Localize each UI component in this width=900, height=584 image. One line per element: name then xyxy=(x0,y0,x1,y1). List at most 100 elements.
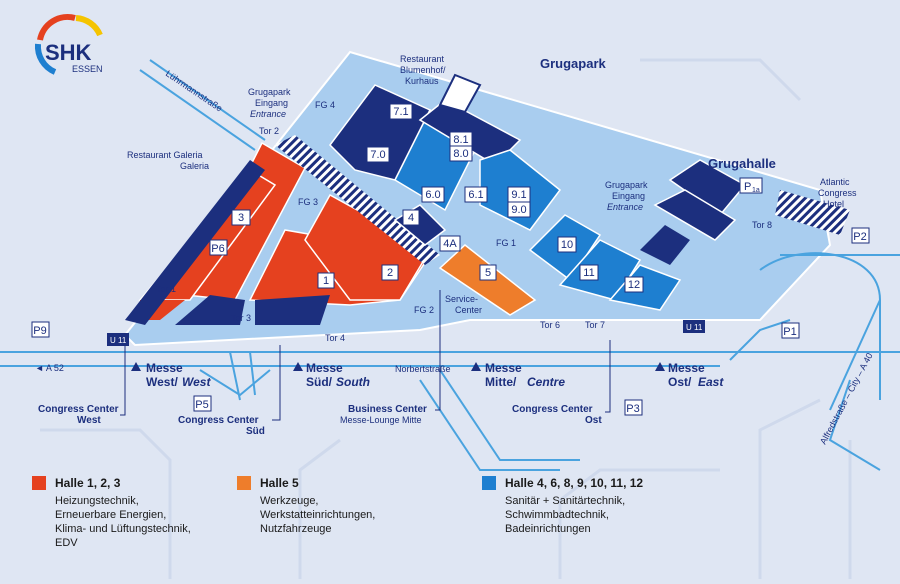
svg-text:East: East xyxy=(698,375,724,389)
hall-12-label: 12 xyxy=(628,279,640,291)
p1a-sign-sub: 1a xyxy=(752,187,760,194)
svg-text:Süd/: Süd/ xyxy=(306,375,333,389)
center-pointer-lines xyxy=(120,290,611,421)
svg-text:Messe: Messe xyxy=(146,361,183,375)
svg-text:Eingang: Eingang xyxy=(612,191,645,201)
tor-3-label: Tor 3 xyxy=(231,313,251,323)
hall-2-red[interactable] xyxy=(304,193,432,301)
svg-text:Süd: Süd xyxy=(246,426,265,437)
svg-text:Ost/: Ost/ xyxy=(668,375,692,389)
hall-4-south-building xyxy=(255,295,330,325)
parking-signs: P9 P5 P6 P3 P1 P2 P 1a xyxy=(31,177,870,416)
svg-text:Blumenhof/: Blumenhof/ xyxy=(400,65,446,75)
p1a-sign: P xyxy=(744,181,751,193)
a52-label: ◄ A 52 xyxy=(35,363,64,373)
svg-text:Grugapark: Grugapark xyxy=(248,87,291,97)
stop-messe-mitte: Messe Mitte/ Centre xyxy=(471,361,565,389)
hall-9-1-label: 9.1 xyxy=(511,189,526,201)
svg-text:Messe: Messe xyxy=(668,361,705,375)
gate-labels: Tor 1 Tor 2 Tor 3 Tor 4 Tor 6 Tor 7 Tor … xyxy=(156,126,772,343)
passage-hatched xyxy=(275,135,440,265)
legend-line-orange-1: Werkzeuge, xyxy=(260,495,319,507)
svg-text:Messe: Messe xyxy=(306,361,343,375)
legend-title-red: Halle 1, 2, 3 xyxy=(55,476,121,490)
restaurant-blumenhof-building[interactable] xyxy=(438,73,482,114)
grugahalle-south xyxy=(653,189,737,241)
congress-center-ost-label: Congress Center Ost xyxy=(512,404,602,426)
ubahn-west-label: U 11 xyxy=(110,336,127,345)
legend-swatch-blue xyxy=(482,476,496,490)
shk-logo: SHK ESSEN xyxy=(34,14,103,75)
hall-8-0-label: 8.0 xyxy=(453,148,468,160)
decorative-circuit-lines xyxy=(40,58,852,579)
legend-line-red-2: Erneuerbare Energien, xyxy=(55,509,167,521)
logo-arc-red xyxy=(37,14,76,41)
hall-3-label: 3 xyxy=(238,212,244,224)
hall-4-label: 4 xyxy=(408,212,414,224)
atlantic-hotel-hatched xyxy=(775,190,850,235)
legend-line-orange-3: Nutzfahrzeuge xyxy=(260,523,332,535)
svg-text:West: West xyxy=(77,415,101,426)
grugapark-entrance-east-label: Grugapark Eingang Entrance xyxy=(605,180,648,212)
svg-text:Atlantic: Atlantic xyxy=(820,177,850,187)
svg-text:Business Center: Business Center xyxy=(348,404,427,415)
logo-subtitle: ESSEN xyxy=(72,64,103,74)
hall-7-1-label: 7.1 xyxy=(393,106,408,118)
svg-text:Congress: Congress xyxy=(818,188,857,198)
svg-text:Restaurant: Restaurant xyxy=(400,54,445,64)
svg-text:Center: Center xyxy=(455,305,482,315)
svg-text:Service-: Service- xyxy=(445,294,478,304)
hall-11-label: 11 xyxy=(583,267,594,279)
grugahalle-label: Grugahalle xyxy=(708,156,776,171)
legend-line-red-1: Heizungstechnik, xyxy=(55,495,139,507)
svg-text:West/: West/ xyxy=(146,375,178,389)
logo-text: SHK xyxy=(45,40,92,65)
hall-12-north xyxy=(640,225,690,265)
p2-sign: P2 xyxy=(853,231,866,243)
hall-number-labels: 3 1 2 4 4A 5 6.0 6.1 7.0 7.1 8.1 8.0 9.1… xyxy=(231,103,644,293)
legend-line-red-4: EDV xyxy=(55,537,78,549)
tor-6-label: Tor 6 xyxy=(540,320,560,330)
hall-4a-label: 4A xyxy=(443,238,457,250)
congress-center-sued-label: Congress Center Süd xyxy=(178,415,265,437)
hall-1-label: 1 xyxy=(323,275,329,287)
svg-text:Kurhaus: Kurhaus xyxy=(405,76,439,86)
p6-sign: P6 xyxy=(211,243,224,255)
grugapark-label: Grugapark xyxy=(540,56,607,71)
ubahn-east-sign xyxy=(683,320,705,333)
tor-1-label: Tor 1 xyxy=(156,284,176,294)
svg-text:Congress Center: Congress Center xyxy=(178,415,259,426)
hall-7-0-label: 7.0 xyxy=(370,149,385,161)
hall-11-building[interactable] xyxy=(558,239,642,301)
svg-text:Galeria: Galeria xyxy=(180,161,209,171)
legend-line-orange-2: Werkstatteinrichtungen, xyxy=(260,509,376,521)
legend-line-blue-3: Badeinrichtungen xyxy=(505,523,591,535)
svg-text:Ost: Ost xyxy=(585,415,602,426)
ubahn-east-label: U 11 xyxy=(686,323,703,332)
norbertstrasse-label: Norbertstraße xyxy=(395,364,451,374)
hall-6-0-label: 6.0 xyxy=(425,189,440,201)
fg1-label: FG 1 xyxy=(496,238,516,248)
svg-text:Hotel: Hotel xyxy=(823,199,844,209)
svg-text:Grugapark: Grugapark xyxy=(605,180,648,190)
tor-8-label: Tor 8 xyxy=(752,220,772,230)
svg-text:Mitte/: Mitte/ xyxy=(485,375,517,389)
logo-arc-yellow xyxy=(75,15,103,37)
p5-sign: P5 xyxy=(195,399,208,411)
svg-text:West: West xyxy=(182,375,211,389)
legend-title-blue: Halle 4, 6, 8, 9, 10, 11, 12 xyxy=(505,476,644,490)
logo-arc-blue xyxy=(34,43,57,75)
hall-10-label: 10 xyxy=(561,239,573,251)
svg-text:Messe: Messe xyxy=(485,361,522,375)
ubahn-west-sign xyxy=(107,333,129,346)
hall-8-1-label: 8.1 xyxy=(453,134,468,146)
tor-4-label: Tor 4 xyxy=(325,333,345,343)
p3-sign: P3 xyxy=(626,403,639,415)
stop-messe-sued: Messe Süd/ South xyxy=(293,361,370,389)
svg-text:Eingang: Eingang xyxy=(255,98,288,108)
restaurant-blumenhof-label: Restaurant Blumenhof/ Kurhaus xyxy=(400,54,446,86)
p9-sign: P9 xyxy=(33,325,46,337)
tor-3-building xyxy=(175,295,245,325)
